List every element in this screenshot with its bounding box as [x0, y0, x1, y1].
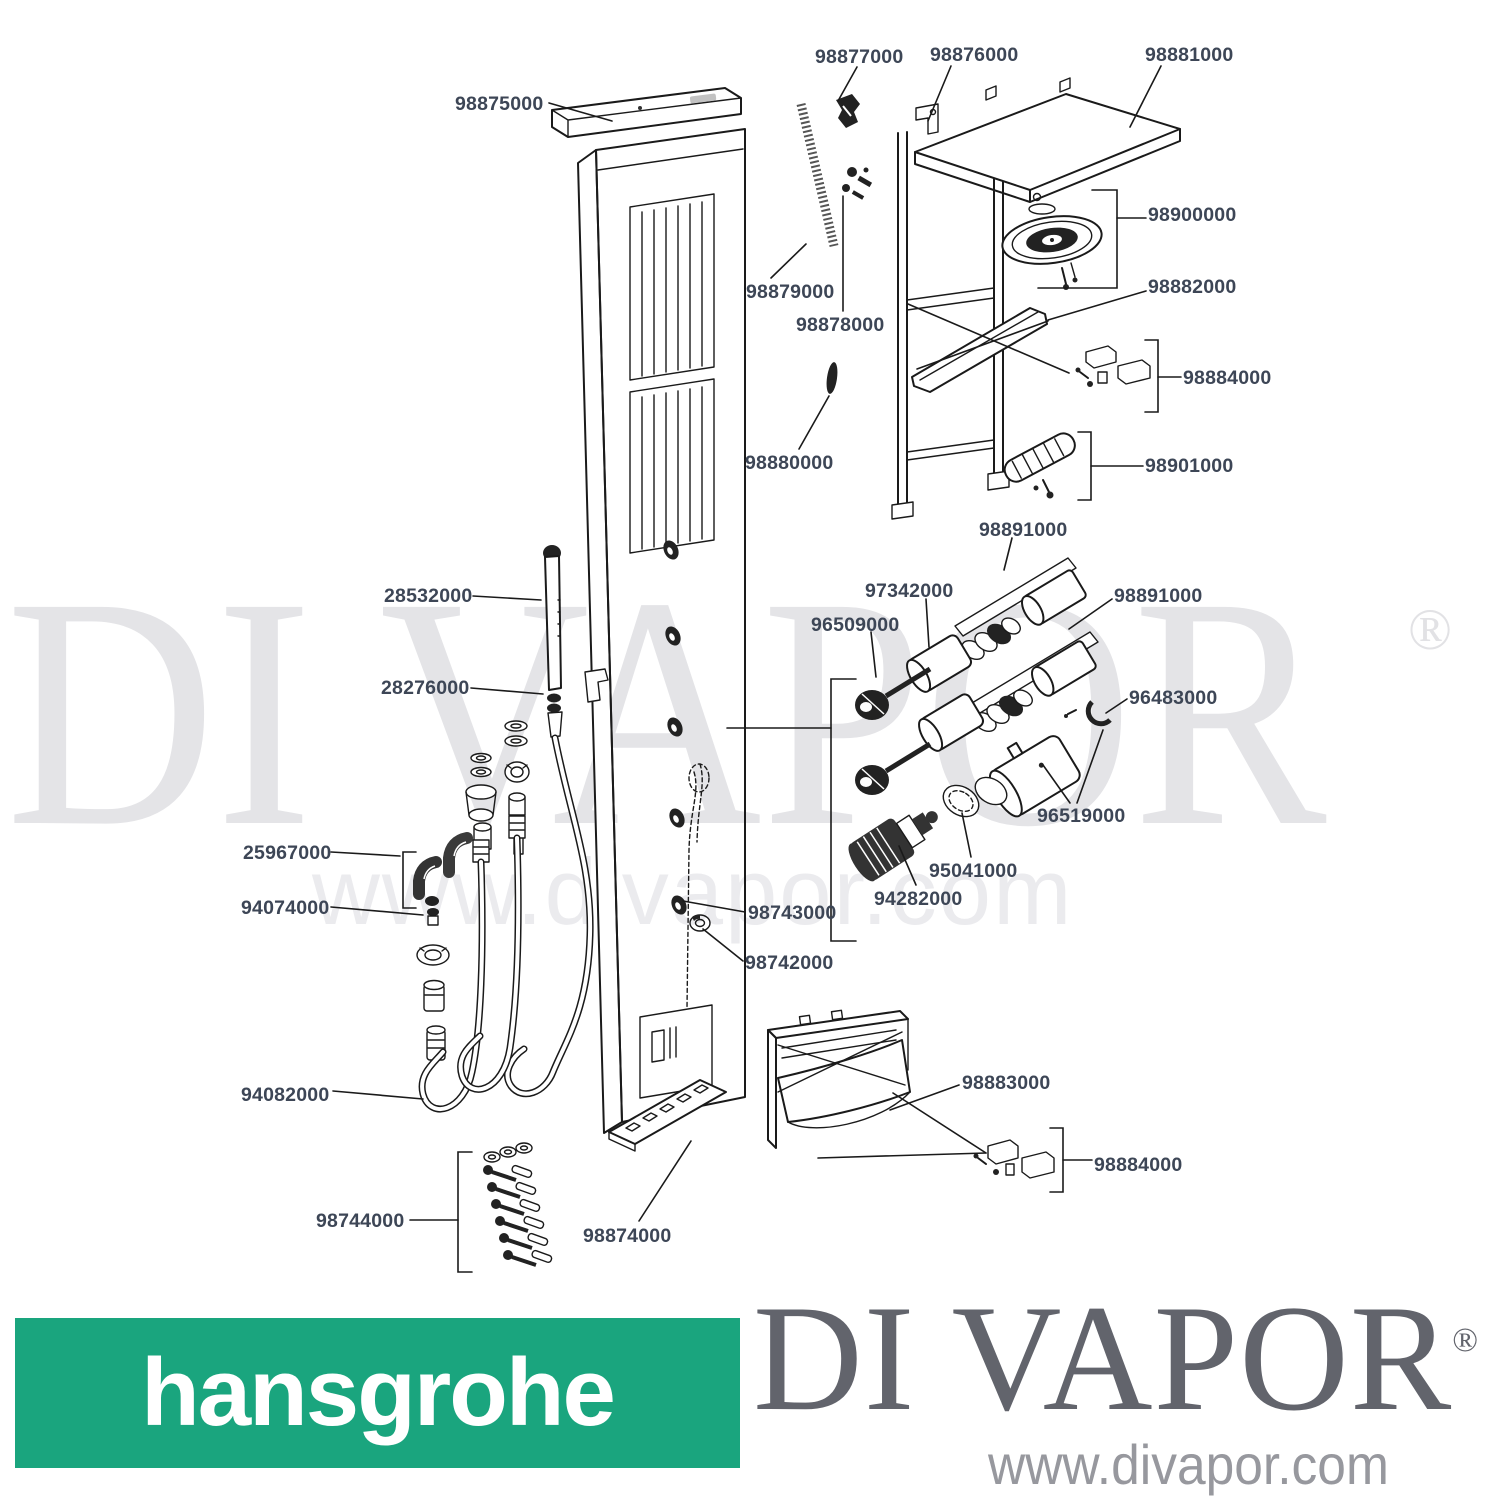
jet-seal	[689, 914, 711, 932]
part-label-25967000: 25967000	[243, 842, 332, 864]
part-label-94282000: 94282000	[874, 888, 963, 910]
part-label-98884000-lower: 98884000	[1094, 1154, 1183, 1176]
fixing-set	[457, 1142, 553, 1273]
screws-and-plugs	[483, 1164, 553, 1267]
part-label-98883000: 98883000	[962, 1072, 1051, 1094]
part-label-98742000: 98742000	[745, 952, 834, 974]
mounting-kit	[1075, 345, 1151, 387]
part-label-98875000: 98875000	[455, 93, 544, 115]
divapor-logo: DI VAPOR®	[753, 1274, 1479, 1442]
shower-column-body	[577, 128, 746, 1134]
part-label-96483000: 96483000	[1129, 687, 1218, 709]
part-label-98878000: 98878000	[796, 314, 885, 336]
elbow-fitting-25967000	[413, 856, 442, 900]
folding-seat	[767, 1009, 1093, 1193]
spring	[796, 102, 839, 248]
valve-cup	[918, 693, 985, 752]
pin	[826, 362, 838, 394]
part-label-98879000: 98879000	[746, 281, 835, 303]
part-label-98884000-upper: 98884000	[1183, 367, 1272, 389]
valve-cluster	[726, 557, 1112, 942]
elbow-fitting	[443, 832, 473, 878]
part-label-98744000: 98744000	[316, 1210, 405, 1232]
hinge-kit	[973, 1139, 1055, 1179]
leader-lines	[330, 65, 1162, 1222]
registered-trademark-icon: ®	[1452, 1322, 1479, 1359]
hansgrohe-logo: hansgrohe	[141, 1339, 616, 1446]
hand-shower	[504, 545, 594, 1098]
part-label-98901000: 98901000	[1145, 455, 1234, 477]
top-cap	[551, 87, 742, 138]
exploded-parts-drawing	[330, 65, 1182, 1273]
part-label-98874000: 98874000	[583, 1225, 672, 1247]
part-label-98882000: 98882000	[1148, 276, 1237, 298]
part-label-98876000: 98876000	[930, 44, 1019, 66]
shelf-assembly	[796, 77, 1182, 520]
valve-spindle	[855, 741, 932, 795]
valve-spindle	[855, 666, 932, 720]
ribbed-ring	[942, 784, 980, 818]
part-label-96509000: 96509000	[811, 614, 900, 636]
supply-fittings	[413, 720, 530, 1113]
sleeve-cylinder	[1030, 640, 1097, 697]
part-label-28532000: 28532000	[384, 585, 473, 607]
part-label-98900000: 98900000	[1148, 204, 1237, 226]
part-label-98880000: 98880000	[745, 452, 834, 474]
thermostat-cartridge	[848, 811, 938, 882]
body-jet-nozzles	[663, 540, 687, 915]
divapor-url: www.divapor.com	[988, 1433, 1389, 1496]
sleeve-cylinder	[1020, 569, 1087, 626]
overhead-shower	[1001, 215, 1103, 265]
watermark-registered-icon: ®	[1408, 597, 1453, 662]
hansgrohe-logo-box: hansgrohe	[15, 1318, 740, 1468]
retainer-clamp	[1085, 700, 1112, 727]
grip-rail	[1003, 432, 1076, 483]
part-label-95041000: 95041000	[929, 860, 1018, 882]
valve-cup	[906, 634, 973, 693]
part-label-98743000: 98743000	[748, 902, 837, 924]
part-label-96519000: 96519000	[1037, 805, 1126, 827]
top-shelf	[914, 77, 1181, 203]
part-label-94074000: 94074000	[241, 897, 330, 919]
screw-set	[842, 167, 873, 200]
cap-brand-imprint	[689, 93, 717, 104]
part-label-98881000: 98881000	[1145, 44, 1234, 66]
part-label-98891000-a: 98891000	[979, 519, 1068, 541]
part-label-28276000: 28276000	[381, 677, 470, 699]
base-trim	[608, 1079, 727, 1152]
handshower-holder	[584, 668, 609, 703]
part-label-97342000: 97342000	[865, 580, 954, 602]
part-label-98877000: 98877000	[815, 46, 904, 68]
supply-hoses	[418, 815, 526, 1113]
part-label-94082000: 94082000	[241, 1084, 330, 1106]
shelf-bracket	[911, 307, 1048, 393]
rail-bracket	[915, 103, 939, 135]
part-label-98891000-b: 98891000	[1114, 585, 1203, 607]
